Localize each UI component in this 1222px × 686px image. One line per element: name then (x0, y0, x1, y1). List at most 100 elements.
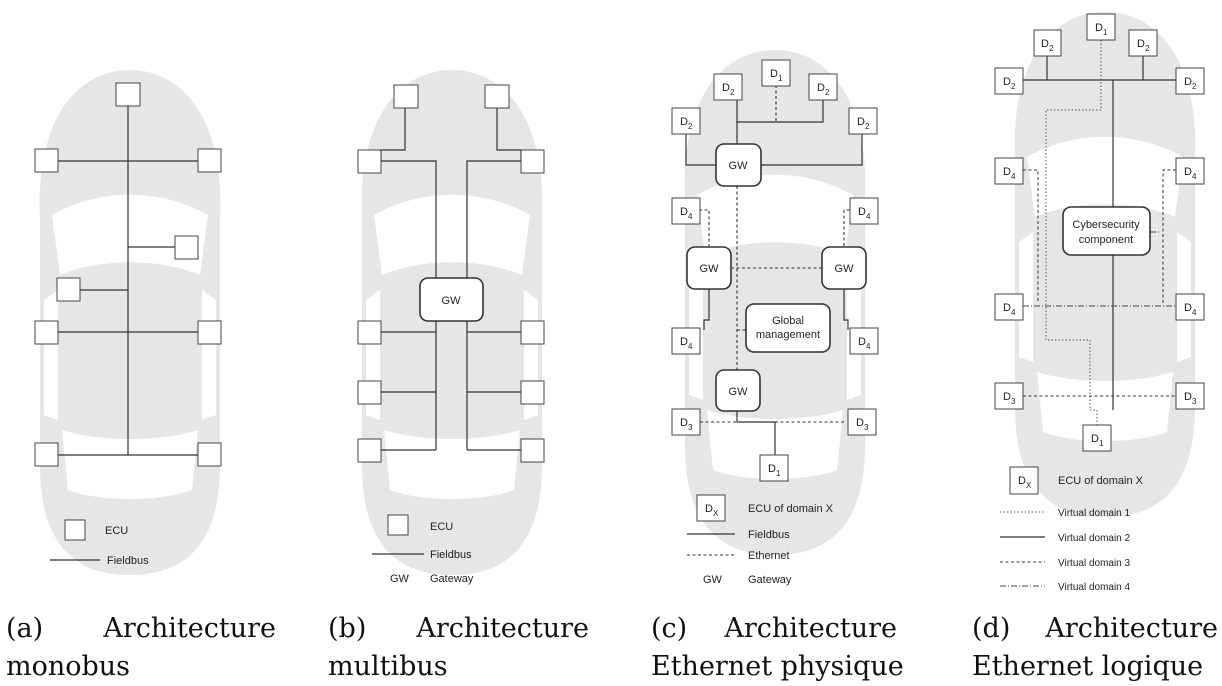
caption-title: Architecture (1045, 613, 1218, 644)
legend-b: ECU Fieldbus GW Gateway (372, 514, 474, 585)
ecu-box (357, 320, 382, 345)
virtual-domain-2-lines (1023, 55, 1176, 410)
gateway-box-right (821, 246, 867, 290)
legend-vd1-label: Virtual domain 1 (1058, 508, 1131, 519)
legend-gateway-label: Gateway (430, 573, 474, 585)
caption-a: (a) Architecture monobus (6, 610, 276, 686)
legend-d: DX ECU of domain X Virtual domain 1 Virt… (1000, 466, 1144, 593)
ecu-d1 (759, 454, 789, 482)
legend-ecu-symbol (64, 519, 86, 541)
legend-vd3-label: Virtual domain 3 (1058, 558, 1131, 569)
ecu-box (357, 438, 382, 463)
ecu-d4 (994, 293, 1024, 321)
ecu-label: D4 (1184, 302, 1197, 317)
cybersecurity-component-box (1062, 206, 1151, 256)
domain-ecu-labels: D2 D1 D2 D2 D2 D4 D4 D4 D4 D3 D3 D1 (680, 68, 871, 478)
legend-fieldbus-label: Fieldbus (107, 555, 149, 567)
gateway-label: GW (442, 295, 462, 307)
ecu-d4 (671, 197, 701, 225)
gateway-label: GW (729, 160, 749, 172)
gateway-box-rear (715, 369, 761, 412)
legend-vd4-label: Virtual domain 4 (1058, 582, 1131, 593)
virtual-domain-3-lines (1023, 169, 1176, 397)
ecu-d2 (1033, 29, 1062, 57)
ecu-label: D4 (1003, 166, 1016, 181)
caption-subtitle: Ethernet physique (651, 651, 904, 682)
caption-subtitle: monobus (6, 651, 131, 682)
caption-c: (c) Architecture Ethernet physique (651, 610, 904, 686)
ecu-label: D3 (1003, 391, 1016, 406)
legend-c: DX ECU of domain X Fieldbus Ethernet GW … (687, 494, 834, 586)
caption-letter: (c) (651, 613, 688, 644)
ecu-d2 (713, 73, 743, 101)
ecu-d1 (1086, 13, 1116, 41)
ecu-box (197, 320, 222, 345)
legend-ecu-label: ECU (105, 525, 128, 537)
ecu-box (197, 442, 222, 467)
ecu-label: D2 (1184, 76, 1197, 91)
gateway-label: GW (729, 386, 749, 398)
car-silhouette (39, 70, 221, 575)
ecu-label: D4 (1184, 166, 1197, 181)
legend-dx-symbol (1009, 466, 1039, 495)
legend-ecu-symbol (387, 514, 409, 536)
cybersecurity-line1: Cybersecurity (1072, 219, 1140, 231)
ecu-box (357, 380, 382, 405)
ecu-label: D3 (680, 417, 693, 432)
ecu-d2 (808, 73, 838, 101)
caption-letter: (d) (972, 613, 1011, 644)
virtual-domain-4-lines (1023, 231, 1176, 307)
ecu-d3 (1175, 382, 1205, 410)
ecu-box (34, 148, 59, 173)
ecu-label: D3 (1184, 391, 1197, 406)
ecu-label: D2 (1003, 76, 1016, 91)
gateway-boxes (686, 143, 867, 412)
ecu-box (34, 320, 59, 345)
ecu-d2 (994, 67, 1024, 95)
ecu-box (520, 380, 545, 405)
ecu-d2 (848, 107, 878, 135)
ecu-d4 (1175, 157, 1205, 185)
ecu-d2 (1128, 29, 1158, 57)
caption-title: Architecture (103, 613, 276, 644)
legend-gw-abbrev: GW (390, 573, 410, 585)
global-management-line1: Global (772, 315, 804, 327)
ecu-label: D4 (858, 206, 871, 221)
ecu-label: D4 (1003, 302, 1016, 317)
ecu-d1 (761, 59, 791, 87)
ecu-d3 (671, 408, 701, 436)
caption-title: Architecture (724, 613, 897, 644)
legend-a: ECU Fieldbus (50, 519, 149, 567)
legend-gateway-label: Gateway (748, 574, 792, 586)
ecu-box (484, 84, 510, 109)
panel-d-ethernet-logique: D2 D1 D2 D2 D2 D4 D4 D4 D4 D3 D3 D1 Cybe… (994, 12, 1205, 593)
ecu-label: D4 (680, 336, 693, 351)
ecu-label: D2 (857, 116, 870, 131)
ecu-box (115, 82, 141, 107)
legend-dx-symbol (696, 494, 726, 522)
ecu-label: D2 (1137, 38, 1150, 53)
global-management-box (745, 303, 831, 353)
legend-gw-abbrev: GW (703, 574, 723, 586)
domain-ecu-boxes (994, 13, 1205, 452)
legend-dx-label: DX (1018, 475, 1032, 490)
domain-ecu-labels: D2 D1 D2 D2 D2 D4 D4 D4 D4 D3 D3 D1 (1003, 22, 1197, 448)
ecu-d2 (671, 107, 701, 135)
ecu-d4 (671, 327, 701, 355)
legend-dx-label: DX (705, 503, 719, 518)
legend-ecu-domain-label: ECU of domain X (748, 503, 834, 515)
ecu-label: D2 (817, 82, 830, 97)
legend-ecu-domain-label: ECU of domain X (1058, 475, 1144, 487)
caption-letter: (a) (6, 613, 44, 644)
ethernet-lines (699, 85, 855, 423)
gateway-box (419, 277, 484, 322)
ecu-box (174, 235, 199, 260)
ecu-label: D1 (1095, 22, 1108, 37)
caption-b: (b)Architecture multibus (328, 610, 589, 686)
fieldbus-lines (58, 106, 198, 456)
caption-d: (d)Architecture Ethernet logique (972, 610, 1218, 686)
ecu-box (520, 320, 545, 345)
caption-letter: (b) (328, 613, 367, 644)
gateway-box-front (715, 143, 762, 187)
